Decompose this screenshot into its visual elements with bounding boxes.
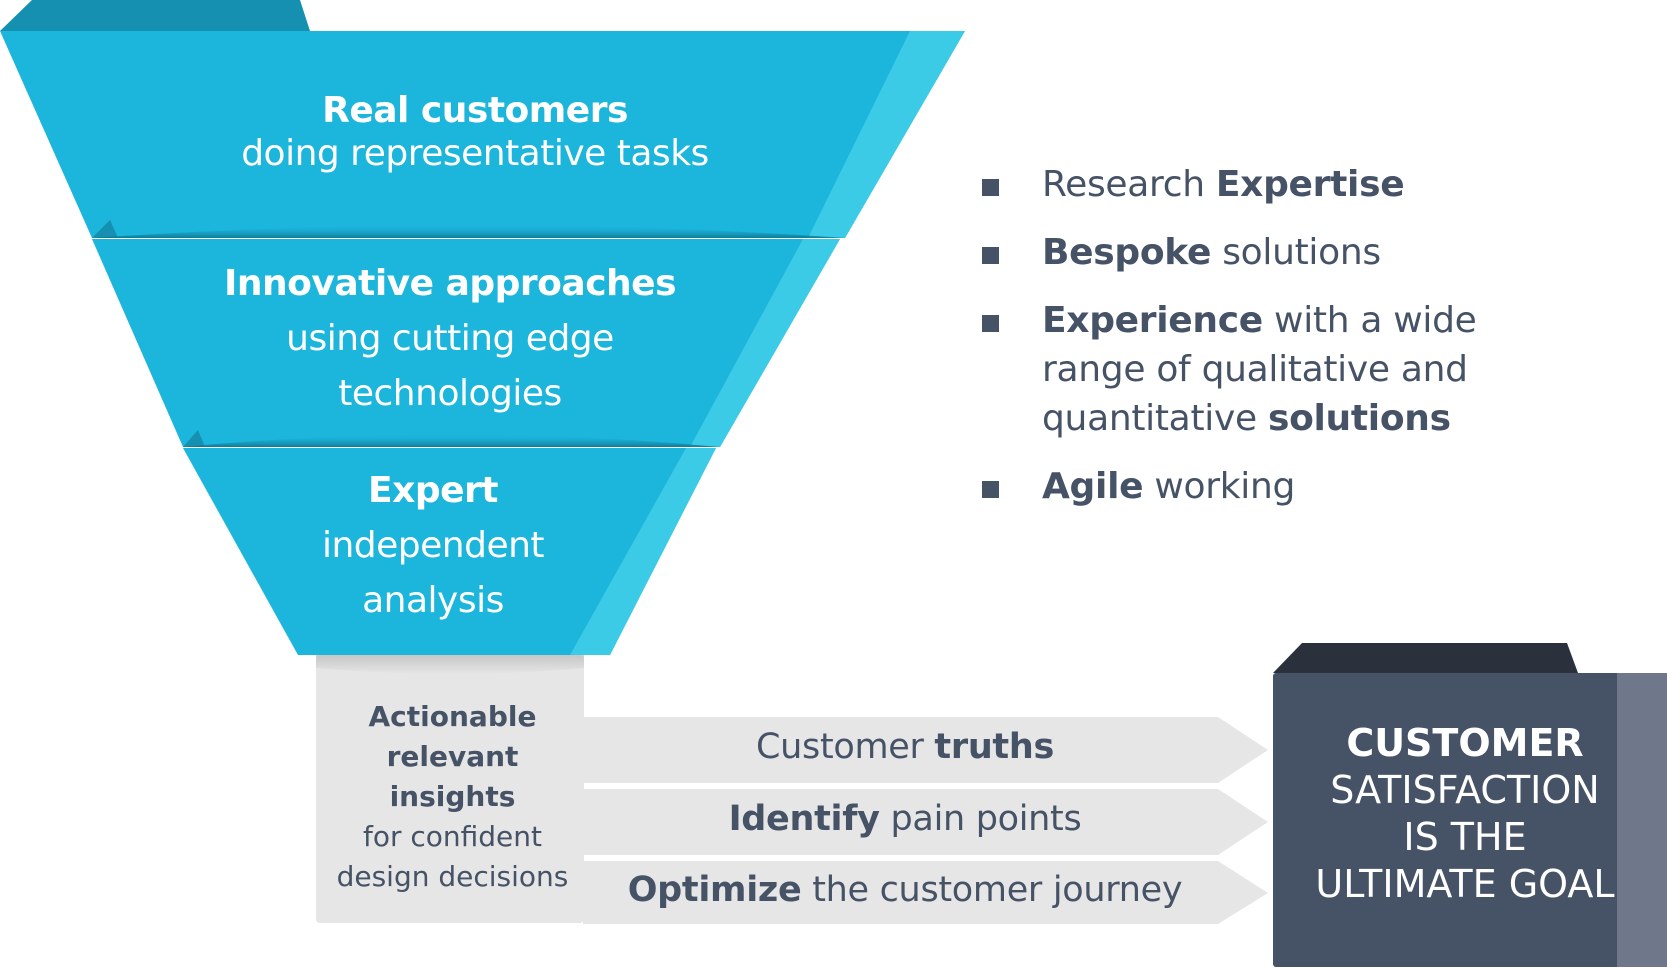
benefit-text-bold: Agile bbox=[1042, 466, 1144, 507]
insight-title-3: insights bbox=[389, 780, 516, 813]
funnel-layer-3-subtitle-2: analysis bbox=[362, 580, 504, 621]
benefit-text-bold: Experience bbox=[1042, 300, 1263, 341]
funnel-layer-2 bbox=[92, 239, 840, 447]
funnel-layer-3-corner bbox=[183, 430, 205, 447]
benefit-item: Agile working bbox=[980, 462, 1500, 511]
funnel-layer-2-subtitle-2: technologies bbox=[338, 373, 562, 414]
square-bullet-icon bbox=[982, 481, 999, 498]
arrow-label-1: Customer truths bbox=[585, 727, 1225, 767]
benefit-text: solutions bbox=[1211, 232, 1381, 273]
goal-line-2: IS THE bbox=[1403, 815, 1527, 859]
funnel-layer-3 bbox=[183, 448, 716, 655]
arrow-shape-2 bbox=[583, 789, 1268, 855]
funnel-separator-1 bbox=[92, 225, 845, 238]
square-bullet-icon bbox=[982, 179, 999, 196]
square-bullet-icon bbox=[982, 315, 999, 332]
benefit-item: Experience with a wide range of qualitat… bbox=[980, 296, 1500, 443]
goal-box-top bbox=[1273, 643, 1578, 673]
funnel-layer-2-title: Innovative approaches bbox=[223, 263, 677, 304]
insight-title-2: relevant bbox=[386, 740, 519, 773]
funnel-layer-1-side bbox=[808, 31, 965, 238]
insight-panel-shadow bbox=[316, 655, 584, 674]
goal-box bbox=[1273, 673, 1667, 967]
funnel-layer-3-title: Expert bbox=[368, 470, 498, 511]
benefit-text-bold: Expertise bbox=[1215, 164, 1405, 205]
funnel-layer-1-title: Real customers bbox=[322, 90, 628, 131]
funnel-separator-2 bbox=[183, 434, 720, 447]
benefit-item: Research Expertise bbox=[980, 160, 1500, 209]
benefit-text: Research bbox=[1042, 164, 1216, 205]
goal-title: CUSTOMER bbox=[1346, 721, 1584, 765]
funnel-layer-1-text: Real customers doing representative task… bbox=[230, 89, 720, 175]
funnel-back-flap bbox=[0, 0, 310, 31]
arrow-label-text: the customer journey bbox=[801, 870, 1183, 910]
arrow-label-bold: Optimize bbox=[627, 870, 802, 910]
funnel-layer-3-side bbox=[570, 448, 716, 655]
arrow-shape-1 bbox=[583, 717, 1268, 783]
funnel-layer-3-subtitle-1: independent bbox=[321, 525, 545, 566]
funnel-layer-3-text: Expert independent analysis bbox=[283, 463, 583, 628]
funnel-layer-1-subtitle: doing representative tasks bbox=[241, 133, 709, 175]
insight-line-2: design decisions bbox=[336, 860, 569, 893]
arrow-label-bold: truths bbox=[934, 727, 1055, 767]
benefit-item: Bespoke solutions bbox=[980, 228, 1500, 277]
insight-text: Actionable relevant insights for confide… bbox=[320, 697, 585, 897]
funnel-layer-1 bbox=[0, 31, 965, 238]
funnel-layer-2-subtitle-1: using cutting edge bbox=[286, 318, 614, 359]
arrow-label-2: Identify pain points bbox=[585, 799, 1225, 839]
goal-line-3: ULTIMATE GOAL bbox=[1315, 862, 1615, 906]
benefit-text: working bbox=[1143, 466, 1296, 507]
insight-title-1: Actionable bbox=[368, 700, 537, 733]
benefit-text-bold: Bespoke bbox=[1042, 232, 1212, 273]
square-bullet-icon bbox=[982, 247, 999, 264]
insight-panel bbox=[316, 655, 584, 923]
arrow-label-text: Customer bbox=[755, 727, 935, 767]
goal-box-side bbox=[1617, 673, 1667, 967]
funnel-layer-2-text: Innovative approaches using cutting edge… bbox=[200, 256, 700, 421]
funnel-layer-2-corner bbox=[92, 220, 118, 238]
funnel-layer-2-side bbox=[690, 239, 840, 447]
goal-text: CUSTOMER SATISFACTION IS THE ULTIMATE GO… bbox=[1285, 720, 1645, 908]
arrow-label-text: pain points bbox=[879, 799, 1082, 839]
arrow-shape-3 bbox=[583, 861, 1268, 924]
arrow-label-3: Optimize the customer journey bbox=[585, 870, 1225, 910]
arrow-label-bold: Identify bbox=[728, 799, 880, 839]
benefit-text-bold: solutions bbox=[1267, 398, 1451, 439]
insight-line-1: for confident bbox=[362, 820, 543, 853]
benefits-list: Research Expertise Bespoke solutions Exp… bbox=[980, 160, 1500, 530]
goal-line-1: SATISFACTION bbox=[1330, 768, 1600, 812]
benefit-text: with a wide range of qualitative and qua… bbox=[1042, 300, 1477, 439]
